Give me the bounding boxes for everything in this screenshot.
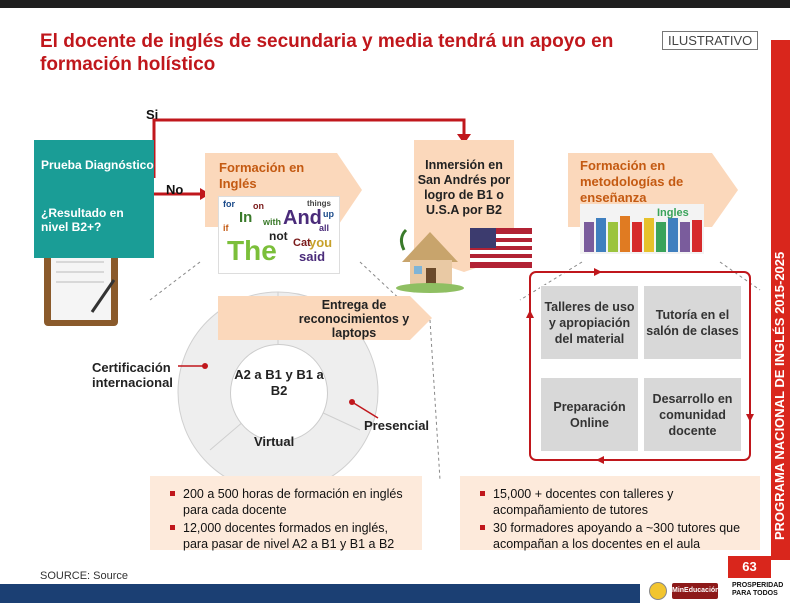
preparacion-box: Preparación Online [540, 377, 639, 452]
wc-word: Cat [293, 237, 311, 249]
word-cloud-image: And The said you not Cat with things up … [218, 196, 340, 274]
wc-word: not [269, 229, 288, 243]
cycle-loop [529, 271, 751, 461]
illustrative-tag: ILUSTRATIVO [662, 31, 759, 50]
right-bullets-panel: 15,000 + docentes con talleres y acompañ… [460, 476, 760, 552]
right-bullet: 30 formadores apoyando a ~300 tutores qu… [480, 520, 754, 552]
clipboard-image [44, 236, 118, 326]
left-bullet: 12,000 docentes formados en inglés, para… [170, 520, 414, 552]
chevron-entrega [218, 296, 432, 340]
si-arrowhead [457, 134, 471, 144]
tutoria-box: Tutoría en el salón de clases [643, 285, 742, 360]
wc-word: you [309, 235, 333, 250]
inmersion-step: Inmersión en San Andrés por logro de B1 … [414, 140, 514, 260]
certificacion-label: Certificación internacional [92, 360, 173, 390]
books-label: Ingles [657, 207, 689, 219]
prosperidad-logo: PROSPERIDAD PARA TODOS [732, 582, 784, 597]
wc-word: up [323, 209, 334, 219]
footer-bar [0, 584, 640, 603]
wc-word: if [223, 223, 229, 233]
branch-no-label: No [166, 182, 184, 197]
wc-word: for [223, 199, 235, 209]
house-flag-image [396, 228, 532, 293]
side-banner [771, 40, 790, 560]
mineducacion-logo: MinEducación [672, 583, 719, 599]
prueba-title: Prueba Diagnóstico [41, 158, 154, 172]
branch-si-label: Si [146, 107, 159, 122]
presencial-label: Presencial [364, 418, 430, 433]
metodologias-label: Formación en metodologías de enseñanza [580, 158, 684, 205]
right-bullet: 15,000 + docentes con talleres y acompañ… [480, 486, 754, 518]
entrega-label: Entrega de reconocimientos y laptops [298, 298, 410, 340]
preparacion-label: Preparación Online [553, 399, 626, 430]
wc-word: all [319, 223, 330, 233]
inmersion-label: Inmersión en San Andrés por logro de B1 … [417, 158, 511, 217]
wc-word: things [307, 199, 331, 208]
wc-word: on [253, 201, 264, 211]
virtual-label: Virtual [254, 434, 295, 449]
tutoria-label: Tutoría en el salón de clases [646, 307, 739, 338]
prueba-question: ¿Resultado en nivel B2+? [41, 206, 124, 234]
desarrollo-box: Desarrollo en comunidad docente [643, 377, 742, 452]
page-number: 63 [728, 556, 771, 578]
si-connector [152, 118, 466, 178]
desarrollo-label: Desarrollo en comunidad docente [652, 391, 733, 438]
wc-word: said [299, 249, 326, 264]
center-level-label: A2 a B1 y B1 a B2 [234, 367, 324, 398]
left-bullet: 200 a 500 horas de formación en inglés p… [170, 486, 414, 518]
wc-word: with [263, 217, 281, 227]
wc-word: The [227, 235, 277, 266]
talleres-box: Talleres de uso y apropiación del materi… [540, 285, 639, 360]
center-level-circle: A2 a B1 y B1 a B2 [230, 344, 328, 442]
entrega-step: Entrega de reconocimientos y laptops [218, 296, 428, 340]
books-image [580, 204, 704, 254]
wc-word: In [239, 209, 253, 226]
source-note: SOURCE: Source [40, 570, 129, 582]
top-border [0, 0, 790, 8]
prueba-diagnostico-box: Prueba Diagnóstico ¿Resultado en nivel B… [34, 140, 154, 258]
talleres-label: Talleres de uso y apropiación del materi… [544, 299, 635, 346]
formacion-ingles-label: Formación en Inglés [219, 160, 305, 191]
colombia-seal-icon [649, 582, 667, 600]
left-bullets-panel: 200 a 500 horas de formación en inglés p… [150, 476, 422, 552]
slide-title: El docente de inglés de secundaria y med… [40, 31, 614, 75]
wc-word: And [283, 207, 322, 229]
